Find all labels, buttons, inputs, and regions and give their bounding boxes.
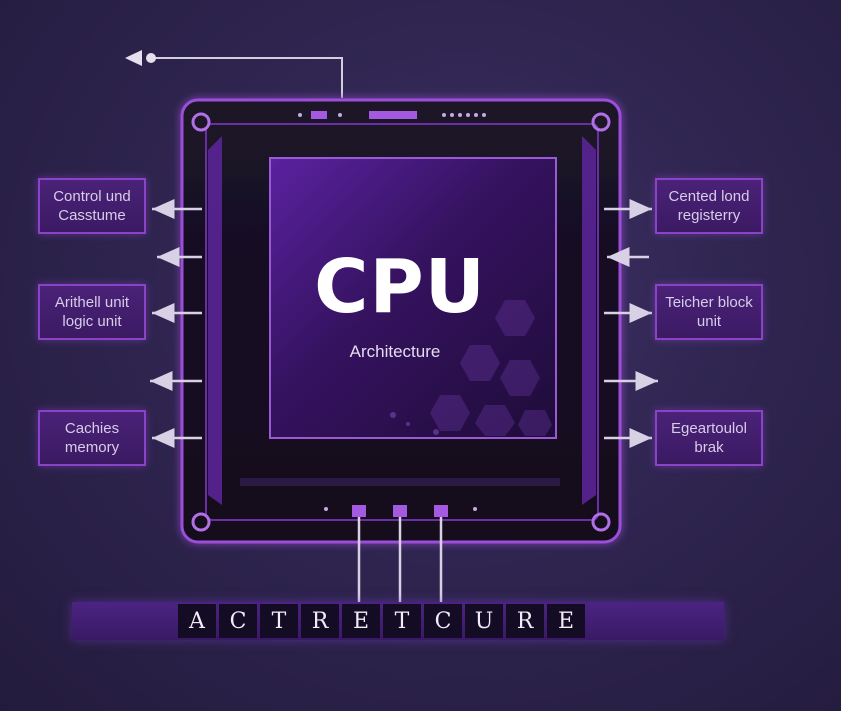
right-arrows bbox=[604, 199, 658, 448]
top-pins bbox=[298, 111, 486, 119]
label-line: Casstume bbox=[58, 207, 126, 224]
banner-letter: T bbox=[383, 604, 421, 638]
label-line: Teicher block bbox=[665, 294, 753, 311]
cpu-chip bbox=[180, 98, 622, 603]
cpu-die bbox=[269, 157, 557, 439]
label-line: Control und bbox=[53, 188, 131, 205]
banner-letter: U bbox=[465, 604, 503, 638]
banner-letter: E bbox=[547, 604, 585, 638]
label-line: logic unit bbox=[62, 313, 122, 330]
cpu-title: CPU bbox=[314, 244, 486, 330]
corner-screw bbox=[591, 112, 611, 132]
banner-letter: T bbox=[260, 604, 298, 638]
banner-letter: C bbox=[219, 604, 257, 638]
label-line: Cented lond bbox=[668, 188, 750, 205]
left-label-cache: Cachies memory bbox=[38, 410, 146, 466]
banner-letter: R bbox=[506, 604, 544, 638]
right-label-registers: Cented lond registerry bbox=[655, 178, 763, 234]
label-line: memory bbox=[64, 439, 120, 456]
top-connector bbox=[125, 50, 343, 98]
banner-letter: C bbox=[424, 604, 462, 638]
banner-letter: R bbox=[301, 604, 339, 638]
left-arrows bbox=[150, 199, 202, 448]
right-label-brak: Egeartoulol brak bbox=[655, 410, 763, 466]
banner-letter: A bbox=[178, 604, 216, 638]
banner-letters: A C T R E T C U R E bbox=[178, 604, 585, 638]
label-line: brak bbox=[694, 439, 724, 456]
corner-screw bbox=[191, 112, 211, 132]
cpu-subtitle: Architecture bbox=[349, 342, 441, 361]
left-label-alu: Arithell unit logic unit bbox=[38, 284, 146, 340]
label-line: Cachies bbox=[64, 420, 120, 437]
banner-letter: E bbox=[342, 604, 380, 638]
corner-screw bbox=[191, 512, 211, 532]
corner-screw bbox=[591, 512, 611, 532]
right-label-block-unit: Teicher block unit bbox=[655, 284, 763, 340]
label-line: registerry bbox=[677, 207, 741, 224]
label-line: Arithell unit bbox=[54, 294, 130, 311]
label-line: unit bbox=[696, 313, 722, 330]
label-line: Egeartoulol bbox=[671, 420, 747, 437]
bottom-pins bbox=[324, 505, 477, 603]
